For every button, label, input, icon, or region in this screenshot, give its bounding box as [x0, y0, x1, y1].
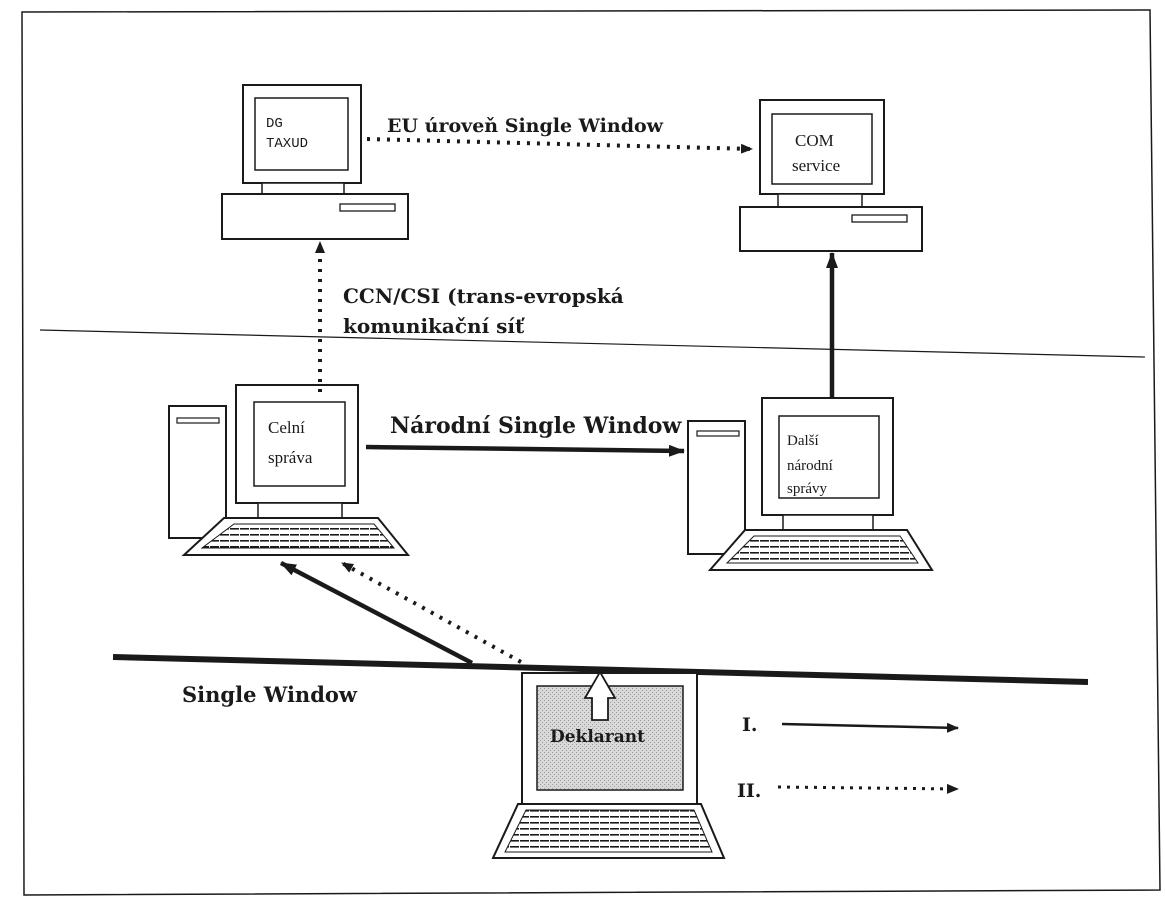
com-service-label-line2: service — [792, 156, 840, 175]
com-service-computer: COM service — [739, 99, 923, 252]
separator-eu-national — [39, 329, 1146, 358]
arrow-sw-to-celni-dotted — [341, 561, 522, 664]
svg-text:Celní správa: Celní správa — [268, 418, 313, 467]
single-window-label: Single Window — [182, 682, 358, 707]
svg-text:DG TAXUD: DG TAXUD — [266, 116, 308, 152]
ccn-network-label-line2: komunikační síť — [343, 314, 525, 338]
dg-taxud-label-line1: DG — [266, 116, 283, 132]
single-window-bar — [112, 654, 1089, 685]
svg-text:CCN/CSI (trans-evropská k: CCN/CSI (trans-evropská komunikační síť — [343, 284, 631, 338]
deklarant-laptop: Deklarant — [491, 672, 726, 859]
dg-taxud-computer: DG TAXUD — [221, 84, 409, 240]
arrow-eu-dotted — [366, 137, 753, 154]
dalsi-label-line1: Další — [787, 433, 819, 449]
page-frame — [21, 9, 1161, 896]
dg-taxud-label-line2: TAXUD — [266, 136, 308, 152]
dalsi-label-line2: národní — [787, 458, 833, 474]
celni-sprava-label-line2: správa — [268, 448, 313, 467]
arrow-sw-to-celni-solid — [279, 561, 474, 665]
legend-solid-arrow — [781, 722, 959, 733]
dalsi-narodni-spravy-computer: Další národní správy — [687, 397, 934, 571]
arrow-national-solid — [365, 444, 685, 457]
eu-level-label: EU úroveň Single Window — [387, 115, 664, 137]
legend-solid-label: I. — [742, 714, 758, 736]
com-service-label-line1: COM — [795, 131, 834, 150]
celni-sprava-computer: Celní správa — [168, 384, 411, 556]
legend: I. II. — [737, 714, 959, 802]
svg-text:Další národní sprá: Další národní správy — [787, 433, 837, 497]
dalsi-label-line3: správy — [787, 481, 827, 497]
deklarant-label: Deklarant — [550, 727, 645, 747]
legend-dotted-arrow — [777, 783, 959, 794]
legend-dotted-label: II. — [737, 780, 761, 802]
svg-text:COM service: COM service — [792, 131, 840, 175]
ccn-network-label-line1: CCN/CSI (trans-evropská — [343, 284, 624, 308]
celni-sprava-label-line1: Celní — [268, 418, 305, 437]
arrow-deklarant-hollow — [583, 670, 617, 721]
national-level-label: Národní Single Window — [390, 413, 682, 439]
